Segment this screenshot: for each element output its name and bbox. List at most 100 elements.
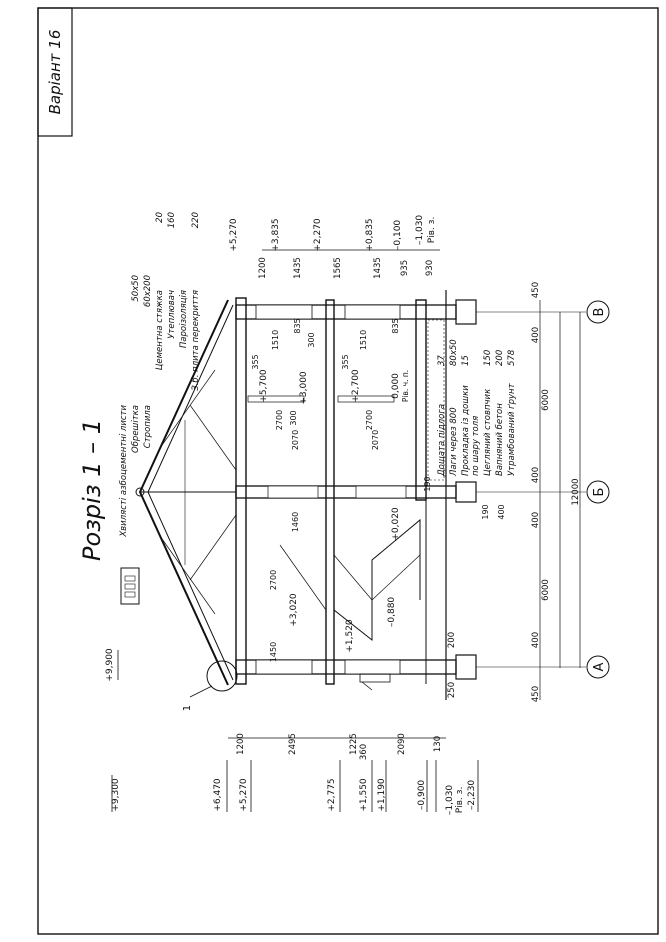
level-left: +5,270 xyxy=(239,778,249,812)
interior-levels: +5,700 +3,000 +2,700 0,000 Рів. ч. п. +3… xyxy=(259,369,410,653)
axis-label-b: Б xyxy=(592,488,607,497)
variant-label: Варіант 16 xyxy=(46,30,64,115)
level-interior: 0,000 xyxy=(391,373,401,399)
roof xyxy=(135,299,238,692)
level-interior: –0,880 xyxy=(387,597,397,628)
ground-layer-value: 578 xyxy=(507,349,517,366)
dim: 130 xyxy=(433,736,443,752)
dim: 450 xyxy=(531,282,541,298)
ground-layer-value: 200 xyxy=(495,350,505,366)
dim: 190 xyxy=(481,504,490,519)
dim: 930 xyxy=(425,260,435,276)
dim: 400 xyxy=(497,504,506,519)
level-right: +5,270 xyxy=(229,218,239,252)
axis-label-a: А xyxy=(592,662,607,671)
callout-leader xyxy=(189,685,213,698)
dim: 2090 xyxy=(397,733,407,755)
ground-layer-value: 37 xyxy=(437,355,447,366)
interior-dimensions: 1450 2700 1460 2700 300 2700 2070 2070 1… xyxy=(269,410,506,662)
dim: 1435 xyxy=(373,257,383,279)
ground-layer-name: по шару толя xyxy=(471,416,481,476)
ground-layer-name: Прокладка із дошки xyxy=(461,385,471,476)
dim: 1435 xyxy=(293,257,303,279)
bottom-dim-lines xyxy=(539,300,581,700)
dim: 835 xyxy=(391,318,400,333)
dim: 200 xyxy=(447,632,457,648)
dim: 1510 xyxy=(359,330,368,350)
roof-layer-name: Обрешітка xyxy=(131,405,141,453)
level-interior: +3,000 xyxy=(299,371,309,405)
level-left: –2,230 xyxy=(467,780,477,811)
roof-layer-value: 60х200 xyxy=(143,275,153,307)
dim: 2070 xyxy=(371,430,380,450)
dim: 6000 xyxy=(541,579,551,601)
level-left: +9,300 xyxy=(111,778,121,812)
dim: 1200 xyxy=(236,733,246,755)
level-left: +6,470 xyxy=(213,778,223,812)
axis-bubbles xyxy=(476,300,610,679)
variant-box xyxy=(37,7,73,137)
dim: 400 xyxy=(531,467,541,483)
dim: 360 xyxy=(359,744,369,760)
ground-layer-name: Лаги через 800 xyxy=(449,407,459,477)
dim: 400 xyxy=(531,512,541,528)
sheet-frame xyxy=(37,7,659,935)
dim: 1200 xyxy=(258,257,268,279)
level-right: +0,835 xyxy=(365,218,375,251)
dim: 400 xyxy=(531,327,541,343)
dim: 2700 xyxy=(365,410,374,430)
dim: 300 xyxy=(289,410,298,425)
level-left: Рів. з. xyxy=(455,787,465,814)
dim: 835 xyxy=(293,318,302,333)
window-dimensions: 355 1510 835 300 355 1510 835 xyxy=(251,318,400,369)
level-left: +1,190 xyxy=(377,778,387,812)
left-dimensions: 1200 2495 1225 360 2090 130 xyxy=(236,733,443,760)
dim: 1510 xyxy=(271,330,280,350)
floor-layer-name: Утеплювач xyxy=(167,290,177,339)
dim: 355 xyxy=(251,354,260,369)
building-structure xyxy=(235,290,477,700)
level-left: –1,030 xyxy=(445,785,455,816)
floor-layer-name: Пароізоляція xyxy=(179,290,189,348)
right-level-labels: +5,270 +3,835 +2,270 +0,835 –0,100 –1,03… xyxy=(229,215,437,252)
ground-layer-value: 80х50 xyxy=(449,339,459,366)
dim: 1565 xyxy=(333,257,343,279)
left-level-labels: +9,300 +6,470 +5,270 +2,775 +1,550 +1,19… xyxy=(111,778,477,815)
ground-layer-name: Цегляний стовпчик xyxy=(483,388,493,476)
dim: 2700 xyxy=(275,410,284,430)
level-interior: +1,520 xyxy=(345,619,355,653)
floor-layers-table: Цементна стяжка 20 Утеплювач 160 Пароізо… xyxy=(155,212,201,391)
level-interior: +0,020 xyxy=(391,507,401,541)
roof-layer-value: 50х50 xyxy=(131,275,141,302)
left-level-marks xyxy=(111,760,479,812)
dim: 2700 xyxy=(269,570,278,590)
floor-layer-name: Цементна стяжка xyxy=(155,290,165,370)
floor-layer-value: 20 xyxy=(155,212,165,223)
axis-labels: А Б В xyxy=(592,308,607,672)
level-interior: +3,020 xyxy=(289,593,299,627)
dim: 190 xyxy=(423,476,432,491)
dim: 1225 xyxy=(349,733,359,755)
dim: 1460 xyxy=(291,512,300,532)
section-title: Розріз 1 – 1 xyxy=(78,419,106,561)
level-right: +3,835 xyxy=(271,218,281,251)
level-interior: Рів. ч. п. xyxy=(401,370,410,402)
ground-layer-value: 15 xyxy=(461,355,471,366)
level-left: +1,550 xyxy=(359,778,369,812)
level-right: –0,100 xyxy=(393,220,403,251)
level-right: Рів. з. xyxy=(427,217,437,244)
ground-floor-layers-table: Дощата підлога 37 Лаги через 800 80х50 П… xyxy=(437,339,517,477)
dim: 400 xyxy=(531,632,541,648)
level-interior: +5,700 xyxy=(259,369,269,403)
dim: 6000 xyxy=(541,389,551,411)
dim: 250 xyxy=(447,682,457,698)
roof-layer-name: Стропила xyxy=(143,405,153,448)
dim: 450 xyxy=(531,686,541,702)
dim: 2070 xyxy=(291,430,300,450)
dim: 935 xyxy=(400,260,410,276)
floor-layer-value: 220 xyxy=(191,212,201,228)
dim: 2495 xyxy=(288,733,298,755)
floor-layer-value: 160 xyxy=(167,212,177,228)
axis-label-v: В xyxy=(592,308,607,317)
